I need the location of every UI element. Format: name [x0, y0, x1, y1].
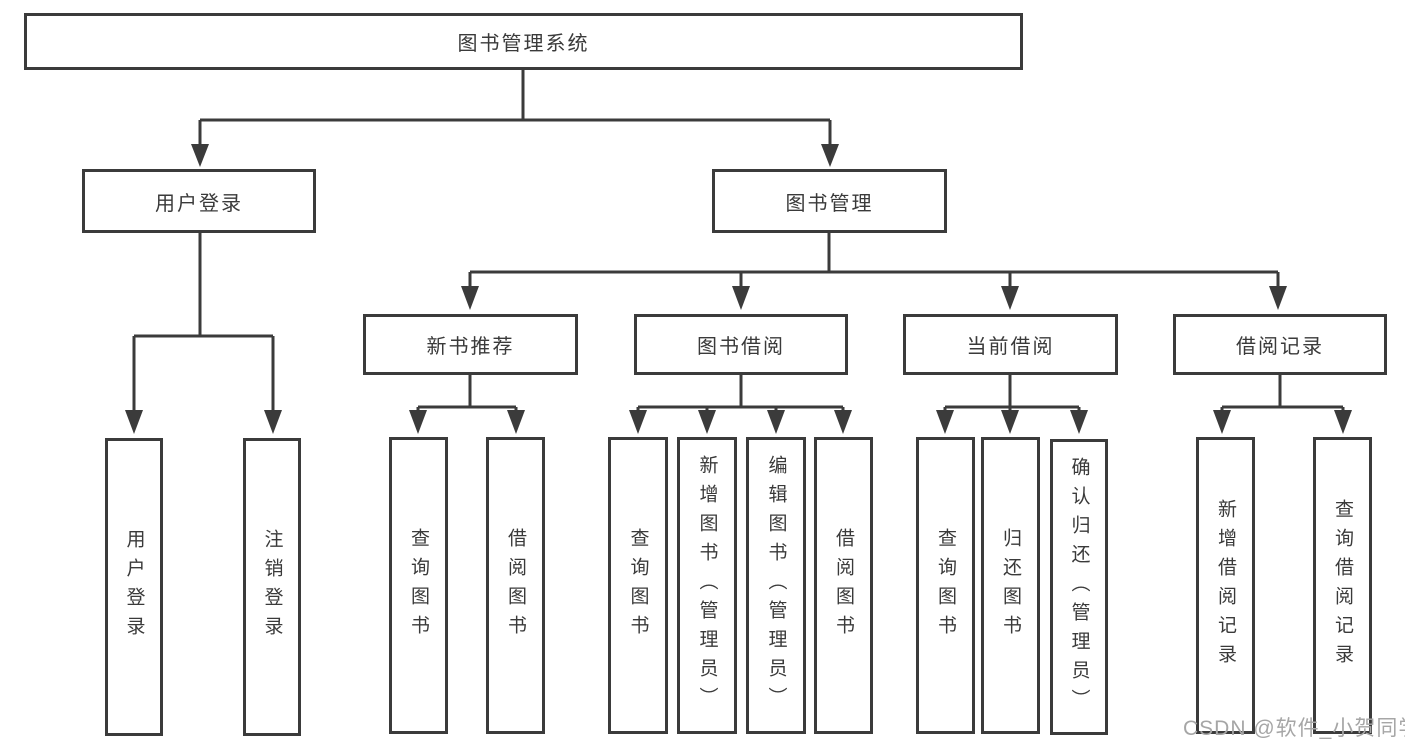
leaf-confirm-return-admin: 确认归还（管理员）: [1050, 439, 1108, 735]
leaf-borrow-books-1: 借阅图书: [486, 437, 545, 734]
node-label: 当前借阅: [966, 336, 1055, 358]
node-label: 查询借阅记录: [1332, 498, 1353, 673]
node-user-login-branch: 用户登录: [82, 169, 316, 233]
leaf-edit-book-admin: 编辑图书（管理员）: [746, 437, 806, 734]
leaf-query-books-2: 查询图书: [608, 437, 668, 734]
leaf-return-book: 归还图书: [981, 437, 1040, 734]
node-root-library-system: 图书管理系统: [24, 13, 1023, 70]
node-current-borrow: 当前借阅: [903, 314, 1118, 375]
node-label: 新增图书（管理员）: [696, 455, 718, 716]
node-label: 借阅图书: [833, 527, 854, 644]
node-label: 新增借阅记录: [1215, 498, 1236, 673]
leaf-query-books-1: 查询图书: [389, 437, 448, 734]
node-label: 确认归还（管理员）: [1068, 456, 1090, 718]
node-new-book-recommend: 新书推荐: [363, 314, 578, 375]
node-label: 用户登录: [155, 192, 243, 215]
leaf-query-borrow-record: 查询借阅记录: [1313, 437, 1372, 734]
node-label: 注销登录: [261, 529, 283, 645]
node-label: 新书推荐: [426, 336, 515, 358]
node-label: 借阅记录: [1236, 336, 1324, 358]
node-label: 归还图书: [1000, 527, 1021, 644]
node-borrow-records: 借阅记录: [1173, 314, 1387, 375]
leaf-user-login: 用户登录: [105, 438, 163, 736]
node-label: 查询图书: [627, 527, 649, 644]
node-label: 图书管理系统: [457, 33, 590, 55]
leaf-add-borrow-record: 新增借阅记录: [1196, 437, 1255, 734]
node-book-borrow: 图书借阅: [634, 314, 848, 375]
leaf-logout: 注销登录: [243, 438, 301, 736]
node-label: 编辑图书（管理员）: [765, 455, 787, 716]
leaf-query-books-3: 查询图书: [916, 437, 975, 734]
node-label: 查询图书: [408, 527, 429, 644]
leaf-add-book-admin: 新增图书（管理员）: [677, 437, 737, 734]
node-book-management: 图书管理: [712, 169, 947, 233]
leaf-borrow-books-2: 借阅图书: [814, 437, 873, 734]
node-label: 图书管理: [785, 192, 874, 215]
node-label: 图书借阅: [697, 336, 785, 358]
arrowheads: [125, 144, 1352, 434]
node-label: 借阅图书: [505, 527, 526, 644]
csdn-watermark: CSDN @软件_小贺同学: [1183, 717, 1405, 740]
node-label: 查询图书: [935, 527, 956, 644]
node-label: 用户登录: [123, 529, 145, 645]
